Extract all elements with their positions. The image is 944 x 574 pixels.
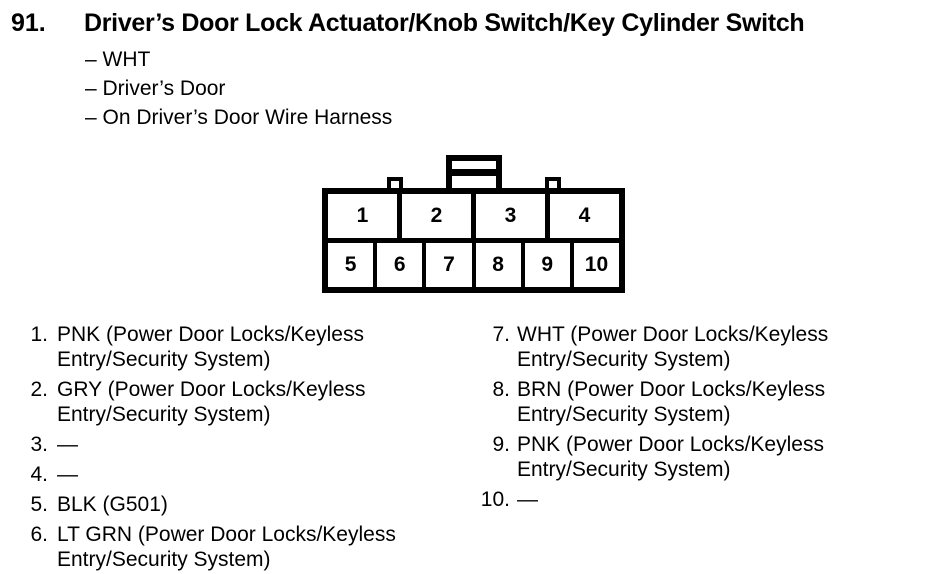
pin-legend-left: 1. PNK (Power Door Locks/Keyless Entry/S…	[28, 322, 448, 574]
pin-legend-item-6: 6. LT GRN (Power Door Locks/Keyless Entr…	[28, 522, 448, 572]
pin-description: LT GRN (Power Door Locks/Keyless Entry/S…	[57, 523, 396, 571]
pin-legend-item-10: 10. —	[477, 487, 897, 512]
pin-cavity-5: 5	[328, 243, 374, 287]
pin-number: 3.	[30, 433, 48, 456]
pin-cavity-3: 3	[476, 194, 545, 238]
connector-latch-bar	[452, 169, 496, 176]
connector-body: 1 2 3 4 5 6 7 8 9 10	[322, 188, 625, 293]
connector-center-latch	[446, 155, 502, 194]
connector-pin-row-top: 1 2 3 4	[328, 194, 619, 238]
pin-description: BLK (G501)	[57, 493, 168, 516]
pin-cavity-4: 4	[550, 194, 619, 238]
pin-cavity-8: 8	[475, 243, 521, 287]
pin-legend-right: 7. WHT (Power Door Locks/Keyless Entry/S…	[477, 322, 897, 517]
pin-number: 8.	[492, 378, 510, 401]
pin-cavity-9: 9	[524, 243, 570, 287]
page-title: Driver’s Door Lock Actuator/Knob Switch/…	[84, 9, 805, 37]
pin-legend-item-9: 9. PNK (Power Door Locks/Keyless Entry/S…	[477, 432, 897, 482]
pin-legend-item-2: 2. GRY (Power Door Locks/Keyless Entry/S…	[28, 377, 448, 427]
pin-description: PNK (Power Door Locks/Keyless Entry/Secu…	[57, 323, 364, 371]
item-number: 91.	[11, 9, 46, 37]
pin-description: PNK (Power Door Locks/Keyless Entry/Secu…	[517, 433, 824, 481]
pin-cavity-6: 6	[377, 243, 423, 287]
pin-number: 7.	[492, 323, 510, 346]
connector-pin-row-bottom: 5 6 7 8 9 10	[328, 243, 620, 287]
pin-number: 6.	[30, 523, 48, 546]
pin-description: —	[517, 488, 538, 511]
pin-description: WHT (Power Door Locks/Keyless Entry/Secu…	[517, 323, 829, 371]
pin-cavity-10: 10	[573, 243, 620, 287]
pin-number: 10.	[480, 488, 510, 511]
pin-cavity-2: 2	[402, 194, 471, 238]
connector-diagram: 1 2 3 4 5 6 7 8 9 10	[322, 155, 625, 293]
pin-description: —	[57, 463, 78, 486]
pin-number: 4.	[30, 463, 48, 486]
pin-description: BRN (Power Door Locks/Keyless Entry/Secu…	[517, 378, 826, 426]
pin-number: 9.	[492, 433, 510, 456]
pin-description: GRY (Power Door Locks/Keyless Entry/Secu…	[57, 378, 366, 426]
pin-legend-item-3: 3. —	[28, 432, 448, 457]
pin-number: 5.	[30, 493, 48, 516]
pin-number: 2.	[30, 378, 48, 401]
pin-cavity-1: 1	[328, 194, 397, 238]
pin-number: 1.	[30, 323, 48, 346]
pin-cavity-7: 7	[426, 243, 472, 287]
pin-legend-item-1: 1. PNK (Power Door Locks/Keyless Entry/S…	[28, 322, 448, 372]
pin-legend-item-8: 8. BRN (Power Door Locks/Keyless Entry/S…	[477, 377, 897, 427]
pin-description: —	[57, 433, 78, 456]
pin-legend-item-7: 7. WHT (Power Door Locks/Keyless Entry/S…	[477, 322, 897, 372]
pin-legend-item-5: 5. BLK (G501)	[28, 492, 448, 517]
pin-legend-item-4: 4. —	[28, 462, 448, 487]
connector-attributes: – WHT – Driver’s Door – On Driver’s Door…	[85, 48, 393, 129]
